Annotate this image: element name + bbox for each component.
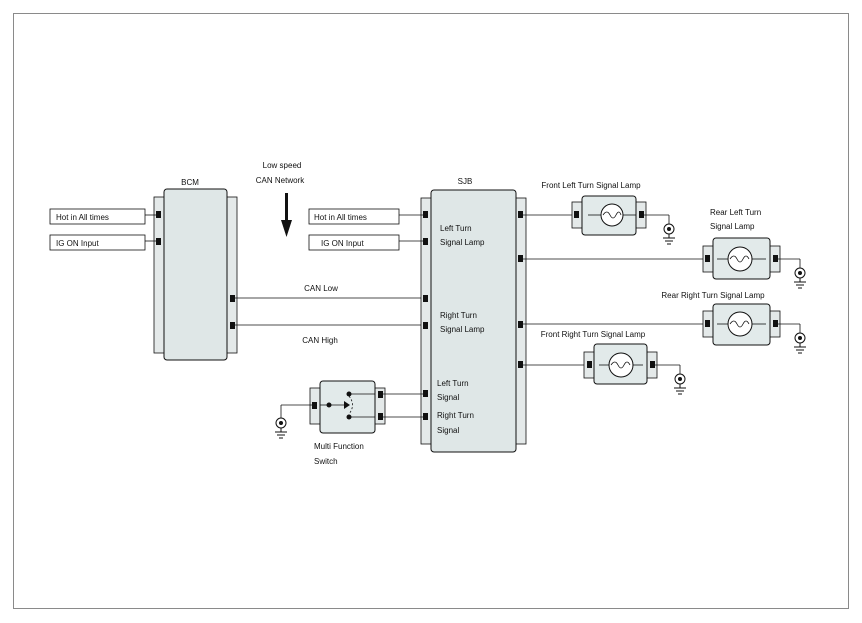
rear-left-lamp-label-2: Signal Lamp [710, 222, 755, 231]
switch-icon [320, 391, 375, 420]
multi-function-switch: Multi Function Switch [275, 380, 423, 466]
arrow-down-icon [281, 193, 292, 237]
sjb-left-turn-signal-2: Signal [437, 393, 459, 402]
front-left-lamp-label: Front Left Turn Signal Lamp [541, 181, 641, 190]
sjb-left-turn-lamp-1: Left Turn [440, 224, 472, 233]
bcm-label: BCM [181, 178, 199, 187]
sjb-right-turn-signal-1: Right Turn [437, 411, 474, 420]
rear-right-lamp: Rear Right Turn Signal Lamp [523, 291, 806, 354]
can-low-label: CAN Low [304, 284, 338, 293]
sjb-left-turn-lamp-2: Signal Lamp [440, 238, 485, 247]
mfs-label-2: Switch [314, 457, 338, 466]
bcm-hot-input: Hot in All times [49, 208, 156, 225]
can-high-label: CAN High [302, 336, 338, 345]
bulb-icon [727, 311, 753, 337]
rear-left-lamp: Rear Left Turn Signal Lamp [523, 208, 806, 289]
bcm-ig-input: IG ON Input [49, 234, 156, 251]
ground-icon [794, 267, 806, 289]
front-right-lamp: Front Right Turn Signal Lamp [523, 330, 686, 395]
ground-icon [674, 373, 686, 395]
sjb-right-turn-signal-2: Signal [437, 426, 459, 435]
bcm-module: BCM [153, 178, 238, 361]
sjb-hot-input: Hot in All times [308, 208, 423, 225]
sjb-hot-label: Hot in All times [314, 213, 367, 222]
bcm-hot-label: Hot in All times [56, 213, 109, 222]
sjb-ig-label: IG ON Input [321, 239, 364, 248]
can-network: Low speed CAN Network [256, 161, 305, 237]
mfs-label-1: Multi Function [314, 442, 364, 451]
sjb-label: SJB [458, 177, 473, 186]
sjb-left-turn-signal-1: Left Turn [437, 379, 469, 388]
sjb-module: SJB Left Turn Signal Lamp Right Turn Sig… [420, 177, 527, 453]
ground-icon [794, 332, 806, 354]
rear-right-lamp-label: Rear Right Turn Signal Lamp [661, 291, 765, 300]
front-right-lamp-label: Front Right Turn Signal Lamp [541, 330, 646, 339]
bulb-icon [727, 246, 753, 272]
can-network-line1: Low speed [263, 161, 302, 170]
can-network-line2: CAN Network [256, 176, 305, 185]
bulb-icon [600, 203, 624, 227]
rear-left-lamp-label-1: Rear Left Turn [710, 208, 761, 217]
ground-icon [663, 223, 675, 245]
sjb-right-turn-lamp-2: Signal Lamp [440, 325, 485, 334]
bcm-ig-label: IG ON Input [56, 239, 99, 248]
ground-icon [275, 417, 287, 439]
sjb-ig-input: IG ON Input [308, 234, 423, 251]
sjb-right-turn-lamp-1: Right Turn [440, 311, 477, 320]
front-left-lamp: Front Left Turn Signal Lamp [523, 181, 675, 245]
bulb-icon [608, 352, 634, 378]
